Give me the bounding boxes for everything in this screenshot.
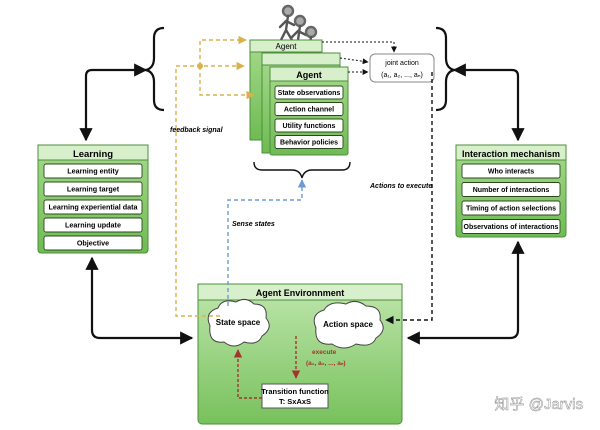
interaction-item-box <box>461 163 561 179</box>
watermark-text: 知乎 @Jarvis <box>494 396 583 413</box>
learning-item-box <box>43 181 143 197</box>
learning-item-label: Objective <box>77 239 109 248</box>
agent-item-label: Action channel <box>284 107 334 114</box>
interaction-item-label: Timing of action selections <box>466 206 556 213</box>
interaction-item-box <box>461 200 561 216</box>
learning-item-box <box>43 199 143 215</box>
sense-states-arrow <box>227 179 307 306</box>
agent-card-back-title: Agent <box>276 42 298 51</box>
action-space-cloud <box>313 300 384 349</box>
agent-item-box <box>274 85 344 100</box>
execute-label: execute <box>312 349 337 356</box>
interaction-box: Interaction mechanism Who interactsNumbe… <box>455 144 567 238</box>
interaction-item-label: Number of interactions <box>473 187 550 194</box>
agent-item-label: State observations <box>278 90 341 97</box>
transition-to-state-arrow <box>233 349 262 399</box>
agent-card-title: Agent <box>296 70 322 80</box>
interaction-item-box <box>461 219 561 234</box>
learning-item-label: Learning update <box>65 221 121 230</box>
agent-to-joint-arrow-2 <box>339 57 369 65</box>
feedback-signal-label: feedback signal <box>170 127 224 134</box>
transition-function-box <box>261 383 329 409</box>
learning-item-label: Learning experiential data <box>48 203 138 212</box>
execute-formula: (a₁, a₂, ..., aₙ) <box>306 360 346 367</box>
left-brace <box>145 26 165 112</box>
interaction-item-box <box>461 182 561 197</box>
joint-action-box: joint action (a₁, a₂, ..., aₙ) <box>369 53 435 83</box>
brace-to-learning-arrow <box>79 63 148 142</box>
transition-function-formula: T: SxAxS <box>279 397 311 406</box>
learning-title: Learning <box>73 149 113 160</box>
learning-item-label: Learning entity <box>67 167 119 176</box>
feedback-branch-arrow <box>199 35 247 66</box>
learning-item-label: Learning target <box>67 185 120 194</box>
learning-to-environment-arrow <box>85 256 194 345</box>
interaction-title: Interaction mechanism <box>462 149 560 159</box>
feedback-branch-lower <box>199 66 255 100</box>
agent-to-joint-arrow-1 <box>322 41 397 53</box>
joint-action-formula: (a₁, a₂, ..., aₙ) <box>381 72 423 79</box>
state-space-label: State space <box>216 318 261 327</box>
brace-to-interaction-arrow <box>452 63 525 142</box>
action-space-label: Action space <box>323 320 373 329</box>
agents-brace <box>253 161 351 179</box>
interaction-item-label: Who interacts <box>488 169 534 176</box>
state-space-cloud <box>207 298 270 347</box>
interaction-item-label: Observations of interactions <box>464 224 559 231</box>
feedback-signal-arrow <box>175 61 245 317</box>
interaction-to-environment-arrow <box>406 240 525 345</box>
agent-item-box <box>274 118 344 133</box>
feedback-junction <box>197 63 203 69</box>
environment-title: Agent Environnment <box>256 288 345 298</box>
environment-box: Agent Environnment State space Action sp… <box>197 283 403 425</box>
sense-states-label: Sense states <box>232 221 275 228</box>
joint-action-label: joint action <box>384 60 419 67</box>
actions-to-execute-label: Actions to execute <box>369 183 432 190</box>
agent-item-label: Behavior policies <box>280 140 338 147</box>
agent-item-box <box>274 135 344 149</box>
learning-item-box <box>43 163 143 179</box>
actions-to-execute-arrow <box>385 72 433 325</box>
learning-item-box <box>43 235 143 251</box>
right-brace <box>435 26 455 112</box>
agent-item-label: Utility functions <box>283 123 336 130</box>
learning-item-box <box>43 217 143 233</box>
transition-function-label: Transition function <box>261 387 329 396</box>
agent-item-box <box>274 102 344 116</box>
